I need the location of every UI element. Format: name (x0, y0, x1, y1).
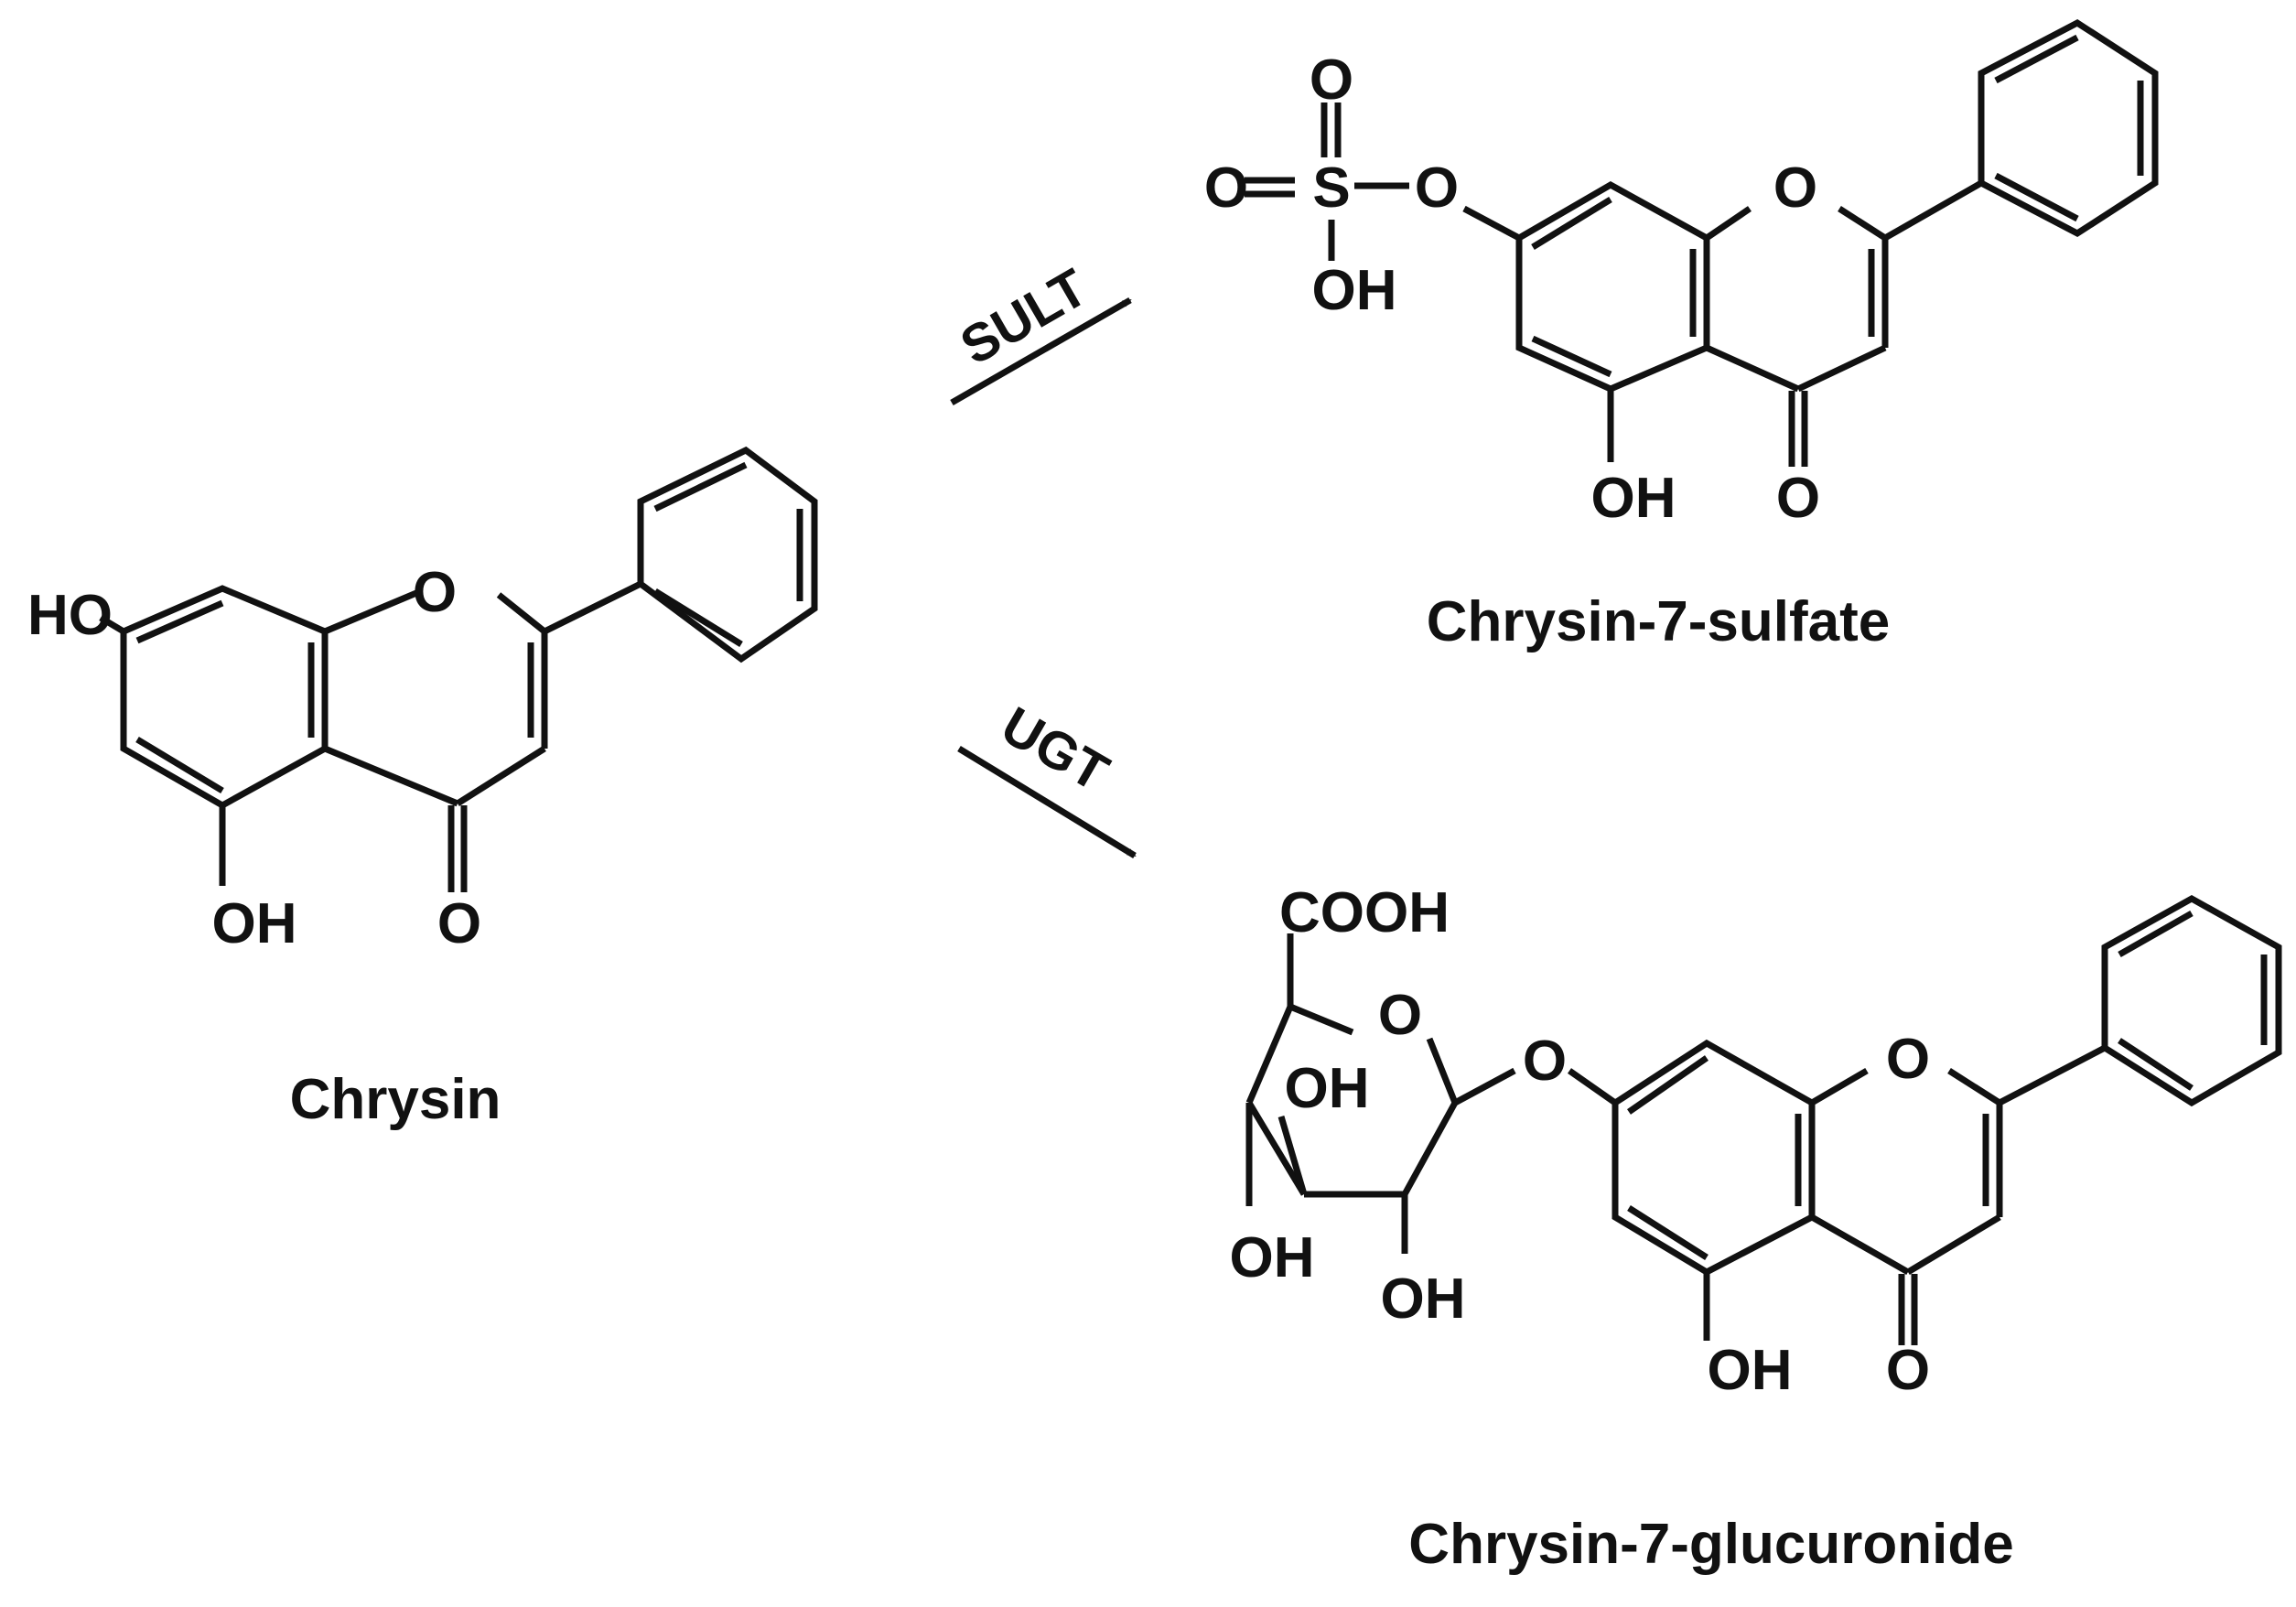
sulfate-top-oxygen: O (1310, 49, 1353, 112)
chrysin-ring-oxygen: O (413, 561, 457, 624)
chrysin-carbonyl-oxygen: O (437, 892, 481, 955)
glucuronide-oh5-label: OH (1708, 1339, 1793, 1402)
glucuronide-cooh-label: COOH (1279, 881, 1450, 944)
glucuronide-oh-a-label: OH (1285, 1057, 1370, 1120)
glucuronide-ring-oxygen: O (1378, 984, 1422, 1047)
sulfate-name: Chrysin-7-sulfate (1427, 590, 1890, 653)
chrysin-oh5-label: OH (212, 892, 297, 955)
ugt-enzyme-label: UGT (992, 696, 1119, 804)
sulfate-oh-label: OH (1312, 259, 1397, 322)
chrysin-name: Chrysin (290, 1068, 501, 1131)
chrysin-structure (99, 446, 818, 892)
sulfate-ring-oxygen: O (1773, 156, 1817, 220)
glucuronide-oh-b-label: OH (1230, 1226, 1315, 1289)
glucuronide-ring-oxygen-flavone: O (1886, 1028, 1930, 1091)
sulfate-sulfur: S (1312, 156, 1350, 220)
sulfate-left-oxygen: O (1204, 156, 1248, 220)
glucuronide-structure (1245, 894, 2282, 1345)
sulfate-oh5-label: OH (1591, 467, 1676, 530)
glucuronide-o-link: O (1523, 1030, 1567, 1093)
chrysin-ho7-label: HO (27, 584, 113, 647)
sulfate-o7-link: O (1415, 156, 1459, 220)
ugt-arrow (957, 746, 1137, 858)
sult-arrow (950, 297, 1132, 406)
sulfate-carbonyl-oxygen: O (1776, 467, 1820, 530)
glucuronide-oh-c-label: OH (1381, 1267, 1466, 1331)
glucuronide-name: Chrysin-7-glucuronide (1408, 1513, 2013, 1576)
sulfate-structure (1245, 18, 2159, 467)
glucuronide-carbonyl-oxygen: O (1886, 1339, 1930, 1402)
